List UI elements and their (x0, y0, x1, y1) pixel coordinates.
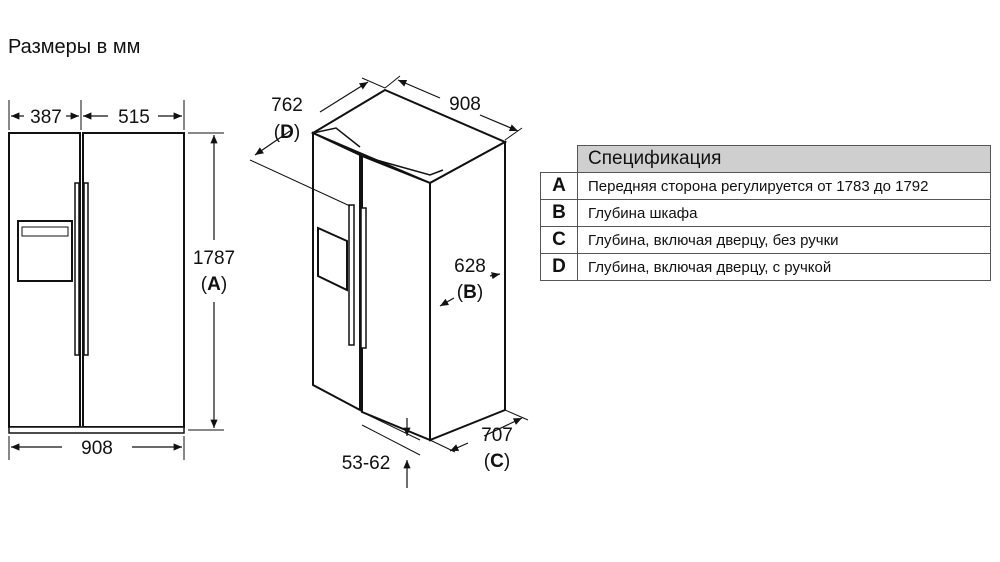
spec-header-row: Спецификация (540, 145, 991, 173)
left-handle (74, 182, 80, 356)
spec-key: A (540, 172, 578, 200)
right-door (82, 132, 185, 428)
spec-row: C Глубина, включая дверцу, без ручки (540, 226, 991, 254)
iso-left-handle (348, 204, 355, 346)
iso-dispenser (317, 226, 348, 292)
spec-text: Глубина, включая дверцу, без ручки (577, 226, 991, 254)
iso-depth-handle: 762 (271, 95, 303, 116)
spec-header: Спецификация (577, 145, 991, 173)
front-height-label: (A) (201, 274, 227, 295)
spec-row: A Передняя сторона регулируется от 1783 … (540, 172, 991, 200)
spec-text: Глубина шкафа (577, 199, 991, 227)
spec-row: D Глубина, включая дверцу, с ручкой (540, 253, 991, 281)
page-title: Размеры в мм (8, 36, 141, 58)
spec-text: Глубина, включая дверцу, с ручкой (577, 253, 991, 281)
front-width-right: 515 (118, 107, 150, 128)
iso-depth-cabinet-label: (B) (457, 282, 483, 303)
iso-right-handle (360, 207, 367, 349)
spec-table: Спецификация A Передняя сторона регулиру… (540, 145, 991, 281)
front-view: 387 515 908 1787 (A) (8, 100, 235, 460)
spec-row: B Глубина шкафа (540, 199, 991, 227)
iso-depth-door-label: (C) (484, 451, 510, 472)
iso-feet-adjust: 53-62 (342, 453, 391, 474)
front-height: 1787 (193, 248, 235, 269)
iso-depth-cabinet: 628 (454, 256, 486, 277)
iso-width: 908 (449, 94, 481, 115)
front-width-total: 908 (81, 438, 113, 459)
spec-text: Передняя сторона регулируется от 1783 до… (577, 172, 991, 200)
iso-depth-handle-label: (D) (274, 122, 300, 143)
right-handle (83, 182, 89, 356)
spec-key: B (540, 199, 578, 227)
spec-key: D (540, 253, 578, 281)
iso-depth-door: 707 (481, 425, 513, 446)
front-width-left: 387 (30, 107, 62, 128)
iso-right-door (361, 154, 431, 442)
iso-view: 908 762 (D) 628 (B) 707 (C) 53-62 (249, 75, 529, 488)
plinth (8, 426, 185, 434)
spec-key: C (540, 226, 578, 254)
